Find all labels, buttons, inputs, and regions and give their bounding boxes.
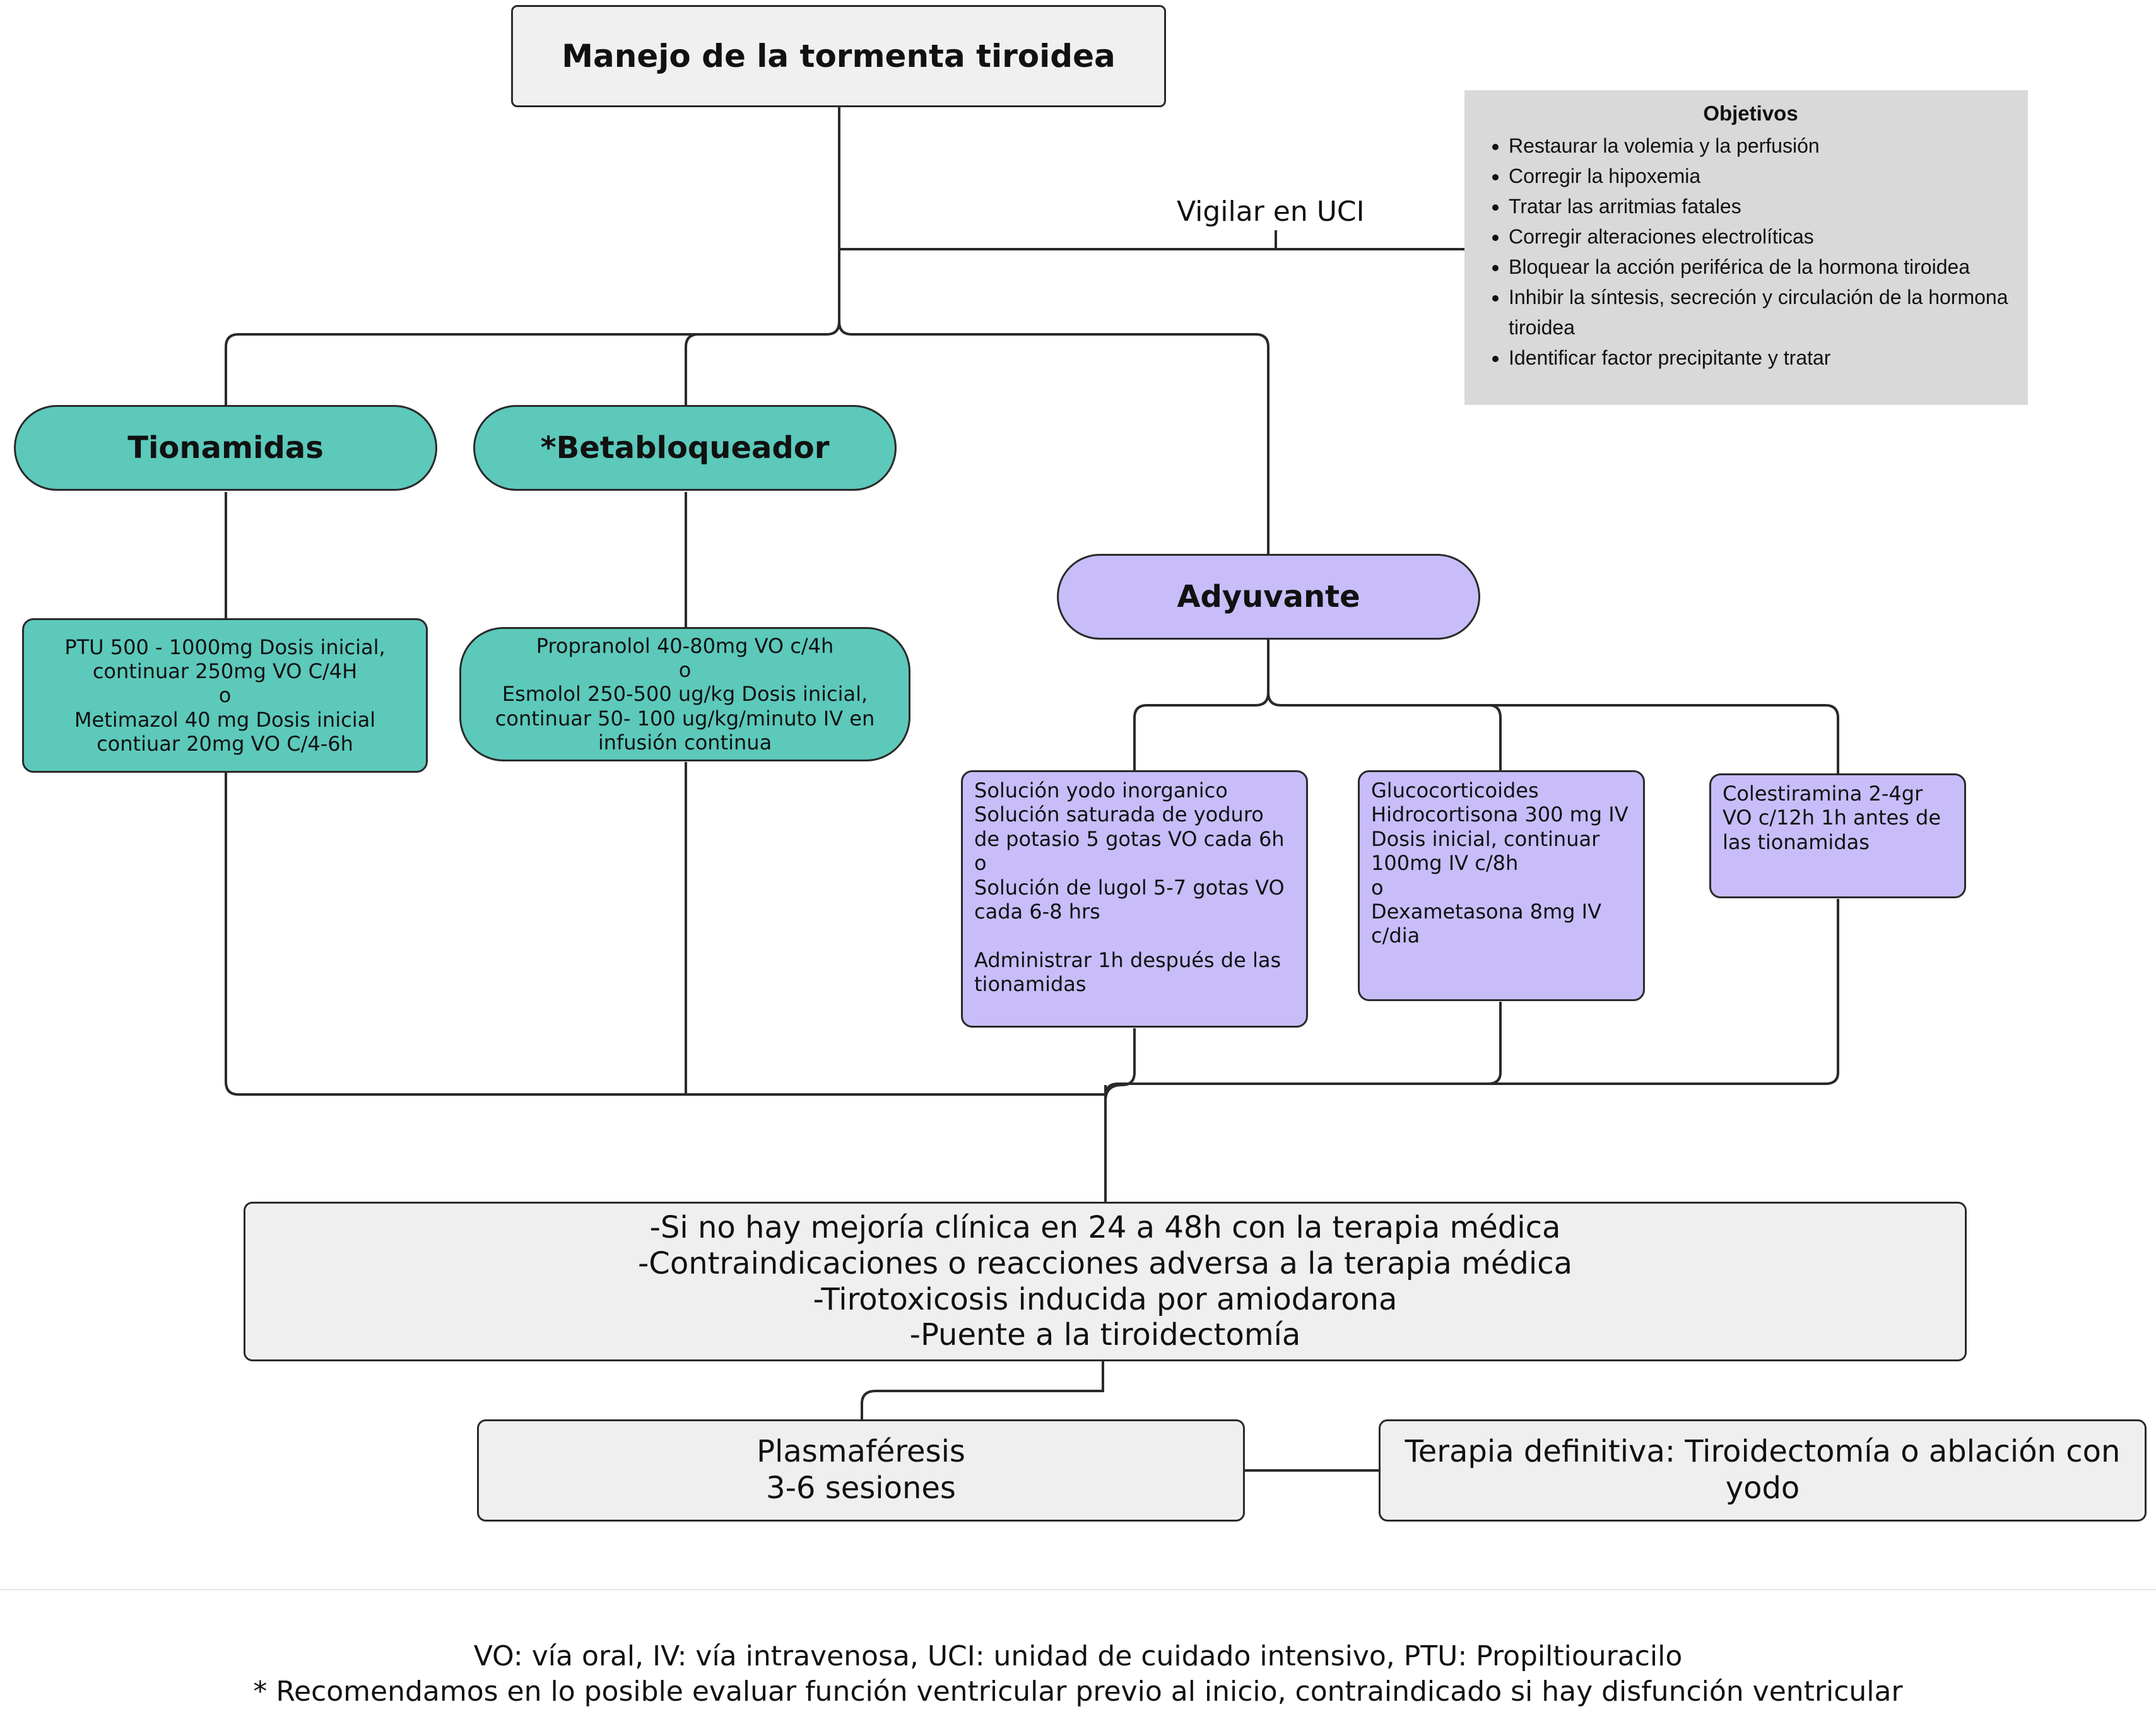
connector-branches [225,321,840,407]
category-betabloqueador-label: *Betabloqueador [540,430,830,466]
footer-divider [0,1589,2156,1590]
treatment-tionamidas: PTU 500 - 1000mg Dosis inicial, continua… [22,618,428,773]
plasmapheresis-box: Plasmaféresis 3-6 sesiones [477,1419,1245,1522]
objective-item: Restaurar la volemia y la perfusión [1509,131,2012,161]
category-betabloqueador: *Betabloqueador [473,405,897,491]
objective-item: Inhibir la síntesis, secreción y circula… [1509,282,2012,343]
objective-item: Corregir la hipoxemia [1509,161,2012,191]
indications-box: -Si no hay mejoría clínica en 24 a 48h c… [244,1202,1967,1361]
footnote-recommendation: * Recomendamos en lo posible evaluar fun… [253,1675,1903,1708]
definitive-therapy-text: Terapia definitiva: Tiroidectomía o abla… [1405,1434,2121,1506]
objectives-list: Restaurar la volemia y la perfusión Corr… [1490,131,2012,373]
connector-to-betabloqueador [685,333,827,407]
title-text: Manejo de la tormenta tiroidea [562,38,1116,74]
flowchart-title: Manejo de la tormenta tiroidea [511,5,1166,107]
definitive-therapy-box: Terapia definitiva: Tiroidectomía o abla… [1379,1419,2147,1522]
treatment-tionamidas-text: PTU 500 - 1000mg Dosis inicial, continua… [64,635,386,756]
connector-to-adyuvante [838,321,1269,555]
treatment-betabloqueador: Propranolol 40-80mg VO c/4h o Esmolol 25… [459,627,910,761]
connector-to-plasmapheresis [861,1361,1104,1419]
objective-item: Identificar factor precipitante y tratar [1509,343,2012,373]
treatment-colestiramina-text: Colestiramina 2-4gr VO c/12h 1h antes de… [1723,782,1941,854]
plasmapheresis-text: Plasmaféresis 3-6 sesiones [757,1434,965,1506]
category-adyuvante: Adyuvante [1057,554,1480,640]
connector-adyuvante-right [1489,704,1839,774]
objectives-heading: Objetivos [1703,102,1798,125]
treatment-colestiramina: Colestiramina 2-4gr VO c/12h 1h antes de… [1709,773,1966,898]
treatment-glucocorticoides-text: Glucocorticoides Hidrocortisona 300 mg I… [1371,778,1629,948]
connector-colestiramina-converge [1488,899,1839,1085]
treatment-betabloqueador-text: Propranolol 40-80mg VO c/4h o Esmolol 25… [495,633,875,755]
connector-adyuvante-left [1133,692,1269,771]
objective-item: Tratar las arritmias fatales [1509,191,2012,221]
footnote-abbreviations: VO: vía oral, IV: vía intravenosa, UCI: … [473,1640,1683,1672]
objectives-panel: Objetivos Restaurar la volemia y la perf… [1464,90,2028,405]
connector-yodo-converge [1104,1028,1136,1101]
category-tionamidas: Tionamidas [14,405,437,491]
indications-text: -Si no hay mejoría clínica en 24 a 48h c… [637,1210,1572,1353]
objective-item: Bloquear la acción periférica de la horm… [1509,252,2012,282]
objective-item: Corregir alteraciones electrolíticas [1509,221,2012,252]
category-tionamidas-label: Tionamidas [127,430,324,466]
treatment-glucocorticoides: Glucocorticoides Hidrocortisona 300 mg I… [1358,770,1645,1001]
treatment-yodo-text: Solución yodo inorganico Solución satura… [974,778,1285,997]
treatment-yodo: Solución yodo inorganico Solución satura… [961,770,1308,1028]
category-adyuvante-label: Adyuvante [1177,579,1360,614]
connector-adyuvante-fan [1267,640,1502,771]
monitor-icu-label: Vigilar en UCI [1177,196,1365,228]
